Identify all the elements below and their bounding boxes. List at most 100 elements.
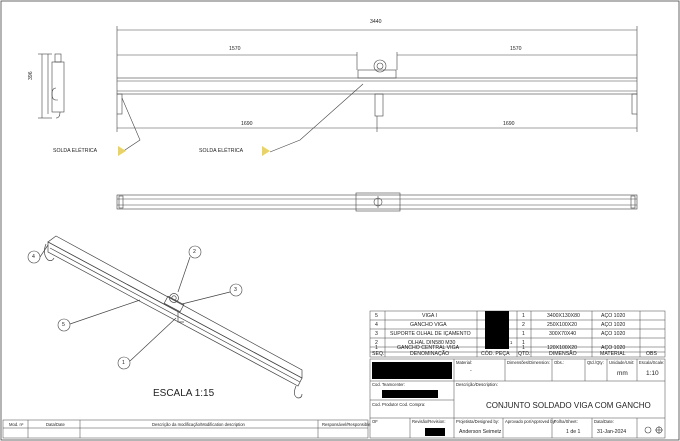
weld-label-right: SOLDA ELÉTRICA — [199, 148, 244, 154]
bom-seq: 3 — [375, 331, 378, 337]
eyebolt-iso — [169, 293, 179, 303]
tb-date-label: Data/Date: — [594, 419, 615, 424]
tb-designed-label: Projetista/Designed by: — [456, 419, 500, 424]
revision-table — [2, 419, 369, 439]
tb-unit-label: Unidade/Unit: — [609, 360, 635, 365]
rev-desc: Descrição da modificação/Modification de… — [152, 422, 245, 427]
center-hook-front — [374, 93, 384, 117]
bom-header-mat: MATERIAL — [600, 351, 626, 357]
lug-plan — [355, 192, 401, 212]
balloon-3 — [229, 283, 243, 297]
weld-leader-left — [121, 97, 141, 153]
bom-dim: 3400X130X80 — [547, 313, 580, 319]
bom-table — [369, 310, 666, 358]
balloon-4 — [27, 250, 41, 264]
tb-dims-label: Dimensões/Dimension: — [507, 360, 551, 365]
weld-symbol-left — [118, 146, 126, 156]
tb-scale-label: Escala/Scale: — [639, 360, 665, 365]
dim-right-lower: 1690 — [503, 121, 515, 127]
front-view — [116, 26, 638, 153]
bom-header-qty: QTD. — [518, 351, 531, 357]
bom-seq: 5 — [375, 313, 378, 319]
bom-header-seq: SEQ. — [372, 351, 385, 357]
dim-side-height: 396 — [28, 71, 34, 80]
logo-icon — [644, 426, 663, 434]
weld-leader-right — [269, 83, 364, 153]
tb-reviewed-label: Revisão/Revision: — [412, 419, 446, 424]
bom-mat: AÇO 1020 — [601, 322, 626, 328]
balloon-label-4: 4 — [32, 254, 35, 260]
weld-symbol-right — [262, 146, 270, 156]
balloon-label-2: 2 — [193, 249, 196, 255]
bom-mat: AÇO 1020 — [601, 331, 626, 337]
scale-note: ESCALA 1:15 — [153, 388, 215, 399]
tb-approved-label: Aprovado por/Approved by: — [505, 419, 556, 424]
bom-qty: 2 — [522, 322, 525, 328]
tb-qty-label: Qtd./Qty: — [587, 360, 604, 365]
hook-iso-left — [44, 243, 55, 262]
bom-denom: VIGA I — [422, 313, 437, 319]
bom-frame — [369, 310, 666, 358]
tb-desc-label: Descrição/Description: — [456, 382, 498, 387]
eyebolt-front — [373, 59, 387, 73]
tb-scale-value: 1:10 — [646, 370, 659, 377]
lug-support-front — [357, 69, 397, 79]
weld-label-left: SOLDA ELÉTRICA — [53, 148, 98, 154]
title-frame — [369, 358, 666, 439]
tb-designer: Anderson Seimetz — [459, 429, 502, 435]
bom-header-denom: DENOMINAÇÃO — [410, 351, 450, 357]
balloon-5 — [57, 318, 71, 332]
bom-dim: 300X70X40 — [549, 331, 577, 337]
hook-iso-right — [294, 385, 303, 399]
side-view — [38, 53, 65, 119]
bom-denom: OLHAL DIN580 M30 — [408, 340, 456, 346]
balloon-1 — [117, 356, 131, 370]
bom-qty: 1 — [522, 345, 525, 351]
bom-denom: GANCHO VIGA — [410, 322, 447, 328]
bom-seq: 1 — [375, 345, 378, 351]
rev-mod: Mod. nº — [9, 422, 24, 427]
isometric-view — [39, 235, 303, 399]
bom-qty: 1 — [522, 331, 525, 337]
bom-dim: 250X100X20 — [547, 322, 578, 328]
bom-denom: SUPORTE OLHAL DE IÇAMENTO — [390, 331, 471, 337]
tb-date-value: 31-Jan-2024 — [597, 429, 627, 435]
bom-qty: 1 — [522, 340, 525, 346]
hook-right-front — [631, 93, 638, 115]
bom-mat: AÇO 1020 — [601, 313, 626, 319]
balloon-label-1: 1 — [122, 360, 125, 366]
dim-overall: 3440 — [370, 19, 382, 25]
plan-view — [116, 192, 638, 212]
beam-plan — [116, 194, 638, 210]
tb-obs-label: Obs.: — [554, 360, 565, 365]
redaction-teamcenter — [382, 390, 438, 398]
bom-small-mark: 1 — [510, 340, 513, 345]
bom-seq: 4 — [375, 322, 378, 328]
bom-header-cod: CÓD. PEÇA — [481, 351, 510, 357]
beam-iso-side — [47, 241, 303, 387]
tb-material-label: Material: — [456, 360, 473, 365]
bom-denom: GANCHO CENTRAL VIGA — [397, 345, 460, 351]
bom-header-dim: DIMENSÃO — [549, 351, 577, 357]
balloon-2 — [188, 245, 202, 259]
lug-support-iso — [163, 295, 185, 313]
bom-qty: 1 — [522, 313, 525, 319]
tb-sheet-label: Folha/Sheet: — [554, 419, 578, 424]
redaction-of — [425, 428, 445, 436]
center-hook-iso — [177, 312, 184, 323]
tb-description: CONJUNTO SOLDADO VIGA COM GANCHO — [486, 401, 651, 410]
redaction-part-number — [372, 362, 452, 379]
balloon-label-5: 5 — [62, 322, 65, 328]
title-block — [369, 358, 666, 439]
dim-left-upper: 1570 — [229, 46, 241, 52]
rev-date: Data/Date — [46, 422, 65, 427]
tb-material-value: - — [470, 368, 472, 374]
revision-frame — [2, 419, 369, 439]
tb-of-label: OF — [372, 419, 378, 424]
tb-sheet-value: 1 de 1 — [566, 429, 581, 435]
bom-seq: 2 — [375, 340, 378, 346]
rev-resp: Responsável/Responsible — [322, 422, 371, 427]
bom-mat: AÇO 1020 — [601, 345, 626, 351]
